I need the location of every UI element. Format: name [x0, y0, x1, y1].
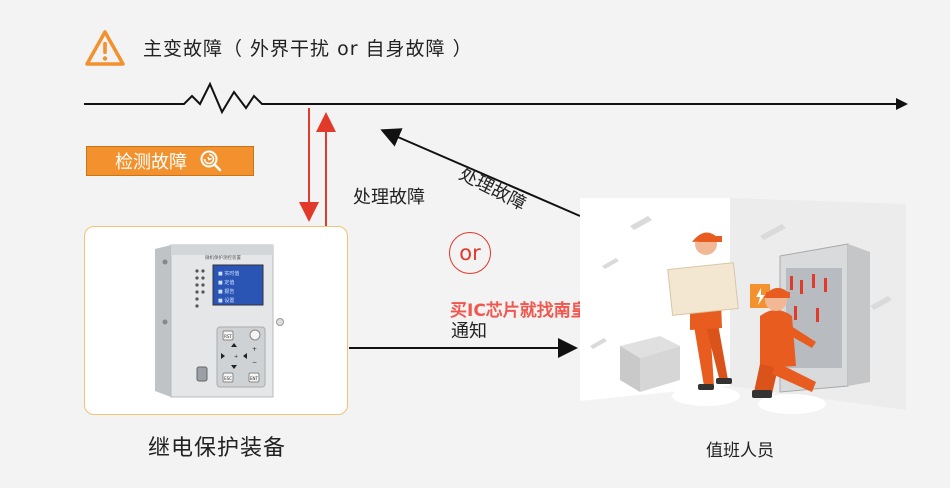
device-screen-rows: ■ 实时值 ■ 定值 ■ 报告 ■ 设置	[218, 270, 239, 304]
rst-key: RST	[224, 334, 232, 339]
or-label: or	[459, 240, 481, 265]
page-title: 主变故障（ 外界干扰 or 自身故障 ）	[143, 38, 473, 60]
relay-device-label: 继电保护装备	[148, 436, 287, 461]
staff-label: 值班人员	[706, 441, 774, 461]
screen-row: ■ 实时值	[218, 270, 239, 277]
screen-row: ■ 报告	[218, 288, 234, 295]
relay-device-card: 微机保护测控装置 ■ 实时值 ■ 定值 ■ 报告 ■ 设置 RST + + − E…	[84, 226, 348, 415]
ent-key: ENT	[250, 376, 259, 381]
staff-scene-illustration	[580, 198, 906, 414]
detect-fault-box: 检测故障	[86, 146, 254, 176]
search-icon	[200, 150, 222, 172]
esc-key: ESC	[224, 376, 232, 381]
svg-text:+: +	[234, 354, 238, 360]
or-badge: or	[449, 232, 491, 274]
warning-icon	[85, 30, 125, 66]
relay-device-illustration: 微机保护测控装置 ■ 实时值 ■ 定值 ■ 报告 ■ 设置 RST + + − E…	[155, 244, 284, 398]
svg-text:+: +	[252, 346, 257, 353]
notify-label: 通知	[451, 321, 487, 342]
fault-timeline	[84, 81, 896, 115]
kneeling-worker	[752, 287, 816, 398]
screen-row: ■ 定值	[218, 279, 234, 286]
svg-text:−: −	[252, 359, 257, 366]
screen-row: ■ 设置	[218, 297, 234, 304]
handle-fault-label-mid: 处理故障	[353, 187, 425, 208]
status-leds	[195, 269, 205, 308]
screen-title: 微机保护测控装置	[205, 254, 241, 261]
timeline-arrowhead	[896, 98, 908, 110]
handle-fault-arrow	[380, 128, 581, 217]
detect-fault-label: 检测故障	[115, 152, 187, 173]
arrow-keys: + + −	[221, 343, 257, 369]
standing-worker	[667, 232, 739, 390]
